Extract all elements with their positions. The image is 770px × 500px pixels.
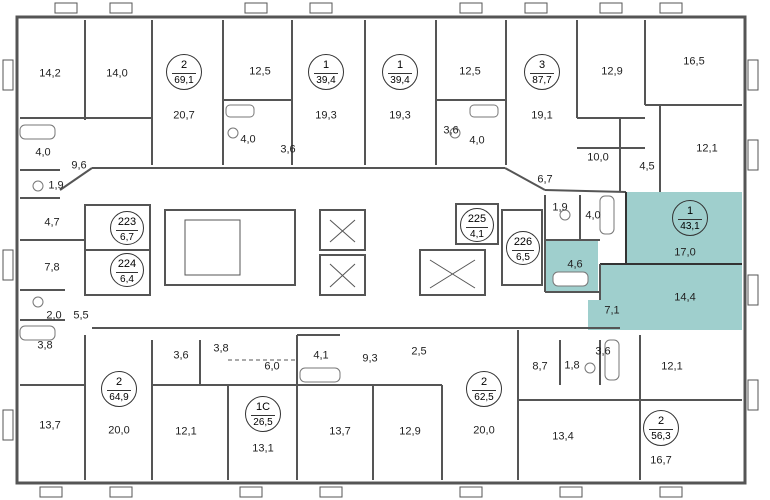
room-area: 12,9: [601, 65, 623, 78]
room-area: 4,0: [35, 146, 51, 159]
area: 87,7: [530, 73, 554, 86]
area: 56,3: [649, 429, 673, 442]
room-area: 2,0: [46, 309, 62, 322]
storage-number: 223: [117, 216, 137, 228]
room-area: 2,5: [411, 345, 427, 358]
room-area: 19,3: [389, 109, 411, 122]
room-area: 3,6: [173, 349, 189, 362]
selected-rooms: 1: [686, 205, 694, 217]
storage-area: 6,4: [116, 272, 138, 285]
room-area: 19,3: [315, 109, 337, 122]
room-area: 6,0: [264, 360, 280, 373]
elevator-3: [419, 249, 486, 296]
room-area: 3,6: [595, 345, 611, 358]
room-area: 1,8: [564, 359, 580, 372]
room-area: 19,1: [531, 109, 553, 122]
area: 39,4: [388, 73, 412, 86]
room-area: 4,0: [469, 134, 485, 147]
room-area: 1,9: [552, 201, 568, 214]
room-area: 13,7: [329, 425, 351, 438]
outer-wall: [15, 15, 747, 485]
storage-area: 4,1: [466, 227, 488, 240]
elevator-1: [319, 209, 366, 251]
room-area: 4,0: [585, 209, 601, 222]
room-area: 12,1: [175, 425, 197, 438]
room-area: 4,1: [313, 349, 329, 362]
rooms: 1: [322, 59, 330, 71]
room-area: 13,1: [252, 442, 274, 455]
room-area: 7,1: [604, 304, 620, 317]
room-area: 3,8: [213, 342, 229, 355]
room-area: 8,7: [532, 360, 548, 373]
selected-apartment-badge[interactable]: 1 43,1: [672, 200, 708, 236]
room-area: 3,8: [37, 339, 53, 352]
room-area: 12,9: [399, 425, 421, 438]
rooms: 1С: [255, 401, 271, 413]
rooms: 2: [480, 376, 488, 388]
storage-area: 6,5: [512, 250, 534, 263]
room-area: 3,6: [443, 124, 459, 137]
rooms: 2: [115, 376, 123, 388]
apartment-badge-u6[interactable]: 1С 26,5: [245, 396, 281, 432]
storage-number: 225: [467, 213, 487, 225]
staircase: [164, 209, 296, 286]
rooms: 2: [657, 415, 665, 427]
area: 69,1: [172, 73, 196, 86]
room-area: 12,1: [661, 360, 683, 373]
room-area: 13,7: [39, 419, 61, 432]
room-area: 14,2: [39, 67, 61, 80]
selected-area: 43,1: [678, 219, 702, 232]
room-area: 14,0: [106, 67, 128, 80]
room-area: 20,0: [108, 424, 130, 437]
room-area: 1,9: [48, 179, 64, 192]
room-area: 4,6: [567, 258, 583, 271]
rooms: 3: [538, 59, 546, 71]
room-area: 4,0: [240, 133, 256, 146]
area: 26,5: [251, 415, 275, 428]
room-area: 5,5: [73, 309, 89, 322]
room-area: 14,4: [674, 291, 696, 304]
room-area: 9,3: [362, 352, 378, 365]
area: 39,4: [314, 73, 338, 86]
room-area: 20,7: [173, 109, 195, 122]
room-area: 20,0: [473, 424, 495, 437]
room-area: 9,6: [71, 159, 87, 172]
rooms: 2: [180, 59, 188, 71]
room-area: 12,5: [249, 65, 271, 78]
rooms: 1: [396, 59, 404, 71]
room-area: 16,7: [650, 454, 672, 467]
room-area: 12,1: [696, 142, 718, 155]
storage-number: 226: [513, 236, 533, 248]
area: 62,5: [472, 390, 496, 403]
storage-number: 224: [117, 258, 137, 270]
room-area: 7,8: [44, 261, 60, 274]
room-area: 10,0: [587, 151, 609, 164]
room-area: 3,6: [280, 143, 296, 156]
room-area: 16,5: [683, 55, 705, 68]
storage-area: 6,7: [116, 230, 138, 243]
room-area: 12,5: [459, 65, 481, 78]
room-area: 6,7: [537, 173, 553, 186]
area: 64,9: [107, 390, 131, 403]
room-area: 4,5: [639, 160, 655, 173]
room-area: 17,0: [674, 246, 696, 259]
elevator-2: [319, 254, 366, 296]
room-area: 13,4: [552, 430, 574, 443]
room-area: 4,7: [44, 216, 60, 229]
